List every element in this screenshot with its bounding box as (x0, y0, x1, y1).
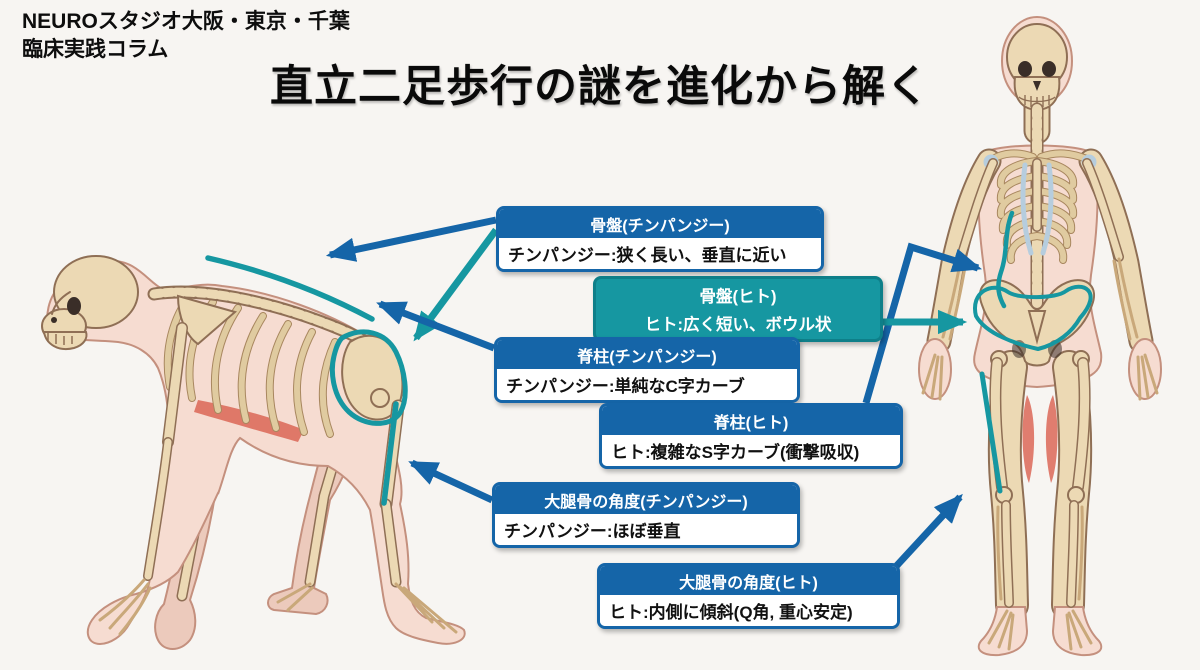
callout-body: ヒト:広く短い、ボウル状 (644, 316, 832, 334)
callout-body: ヒト:内側に傾斜(Q角, 重心安定) (600, 595, 897, 626)
page-title: 直立二足歩行の謎を進化から解く (270, 63, 930, 111)
callout-title: 骨盤(チンパンジー) (499, 209, 821, 238)
brand-line-2: 臨床実践コラム (22, 37, 169, 61)
callout-pelvis-chimp: 骨盤(チンパンジー) チンパンジー:狭く長い、垂直に近い (496, 206, 824, 272)
callout-title: 大腿骨の角度(ヒト) (600, 566, 897, 595)
callout-body: チンパンジー:ほぼ垂直 (495, 514, 797, 545)
chimpanzee-skeleton-figure (41, 255, 466, 650)
human-skull (1006, 23, 1068, 112)
brand-header: NEUROスタジオ大阪・東京・千葉 臨床実践コラム (22, 8, 350, 63)
callout-femur-human: 大腿骨の角度(ヒト) ヒト:内側に傾斜(Q角, 重心安定) (597, 563, 900, 629)
brand-line-1: NEUROスタジオ大阪・東京・千葉 (22, 10, 350, 33)
callout-title: 骨盤(ヒト) (699, 288, 777, 306)
callout-spine-human: 脊柱(ヒト) ヒト:複雑なS字カーブ(衝撃吸収) (599, 403, 903, 469)
callout-pelvis-human: 骨盤(ヒト) ヒト:広く短い、ボウル状 (593, 276, 883, 342)
callout-femur-chimp: 大腿骨の角度(チンパンジー) チンパンジー:ほぼ垂直 (492, 482, 800, 548)
callout-spine-chimp: 脊柱(チンパンジー) チンパンジー:単純なC字カーブ (494, 337, 800, 403)
callout-title: 脊柱(チンパンジー) (497, 340, 797, 369)
chimp-ribcage (163, 294, 339, 438)
callout-title: 脊柱(ヒト) (602, 406, 900, 435)
callout-body: チンパンジー:単純なC字カーブ (497, 369, 797, 400)
chimp-skull (41, 255, 139, 350)
callout-title: 大腿骨の角度(チンパンジー) (495, 485, 797, 514)
chimp-near-arm-bones (98, 322, 188, 636)
human-ribcage (996, 157, 1078, 264)
callout-body: チンパンジー:狭く長い、垂直に近い (499, 238, 821, 269)
callout-body: ヒト:複雑なS字カーブ(衝撃吸収) (602, 435, 900, 466)
human-thigh-muscles (1022, 395, 1058, 483)
